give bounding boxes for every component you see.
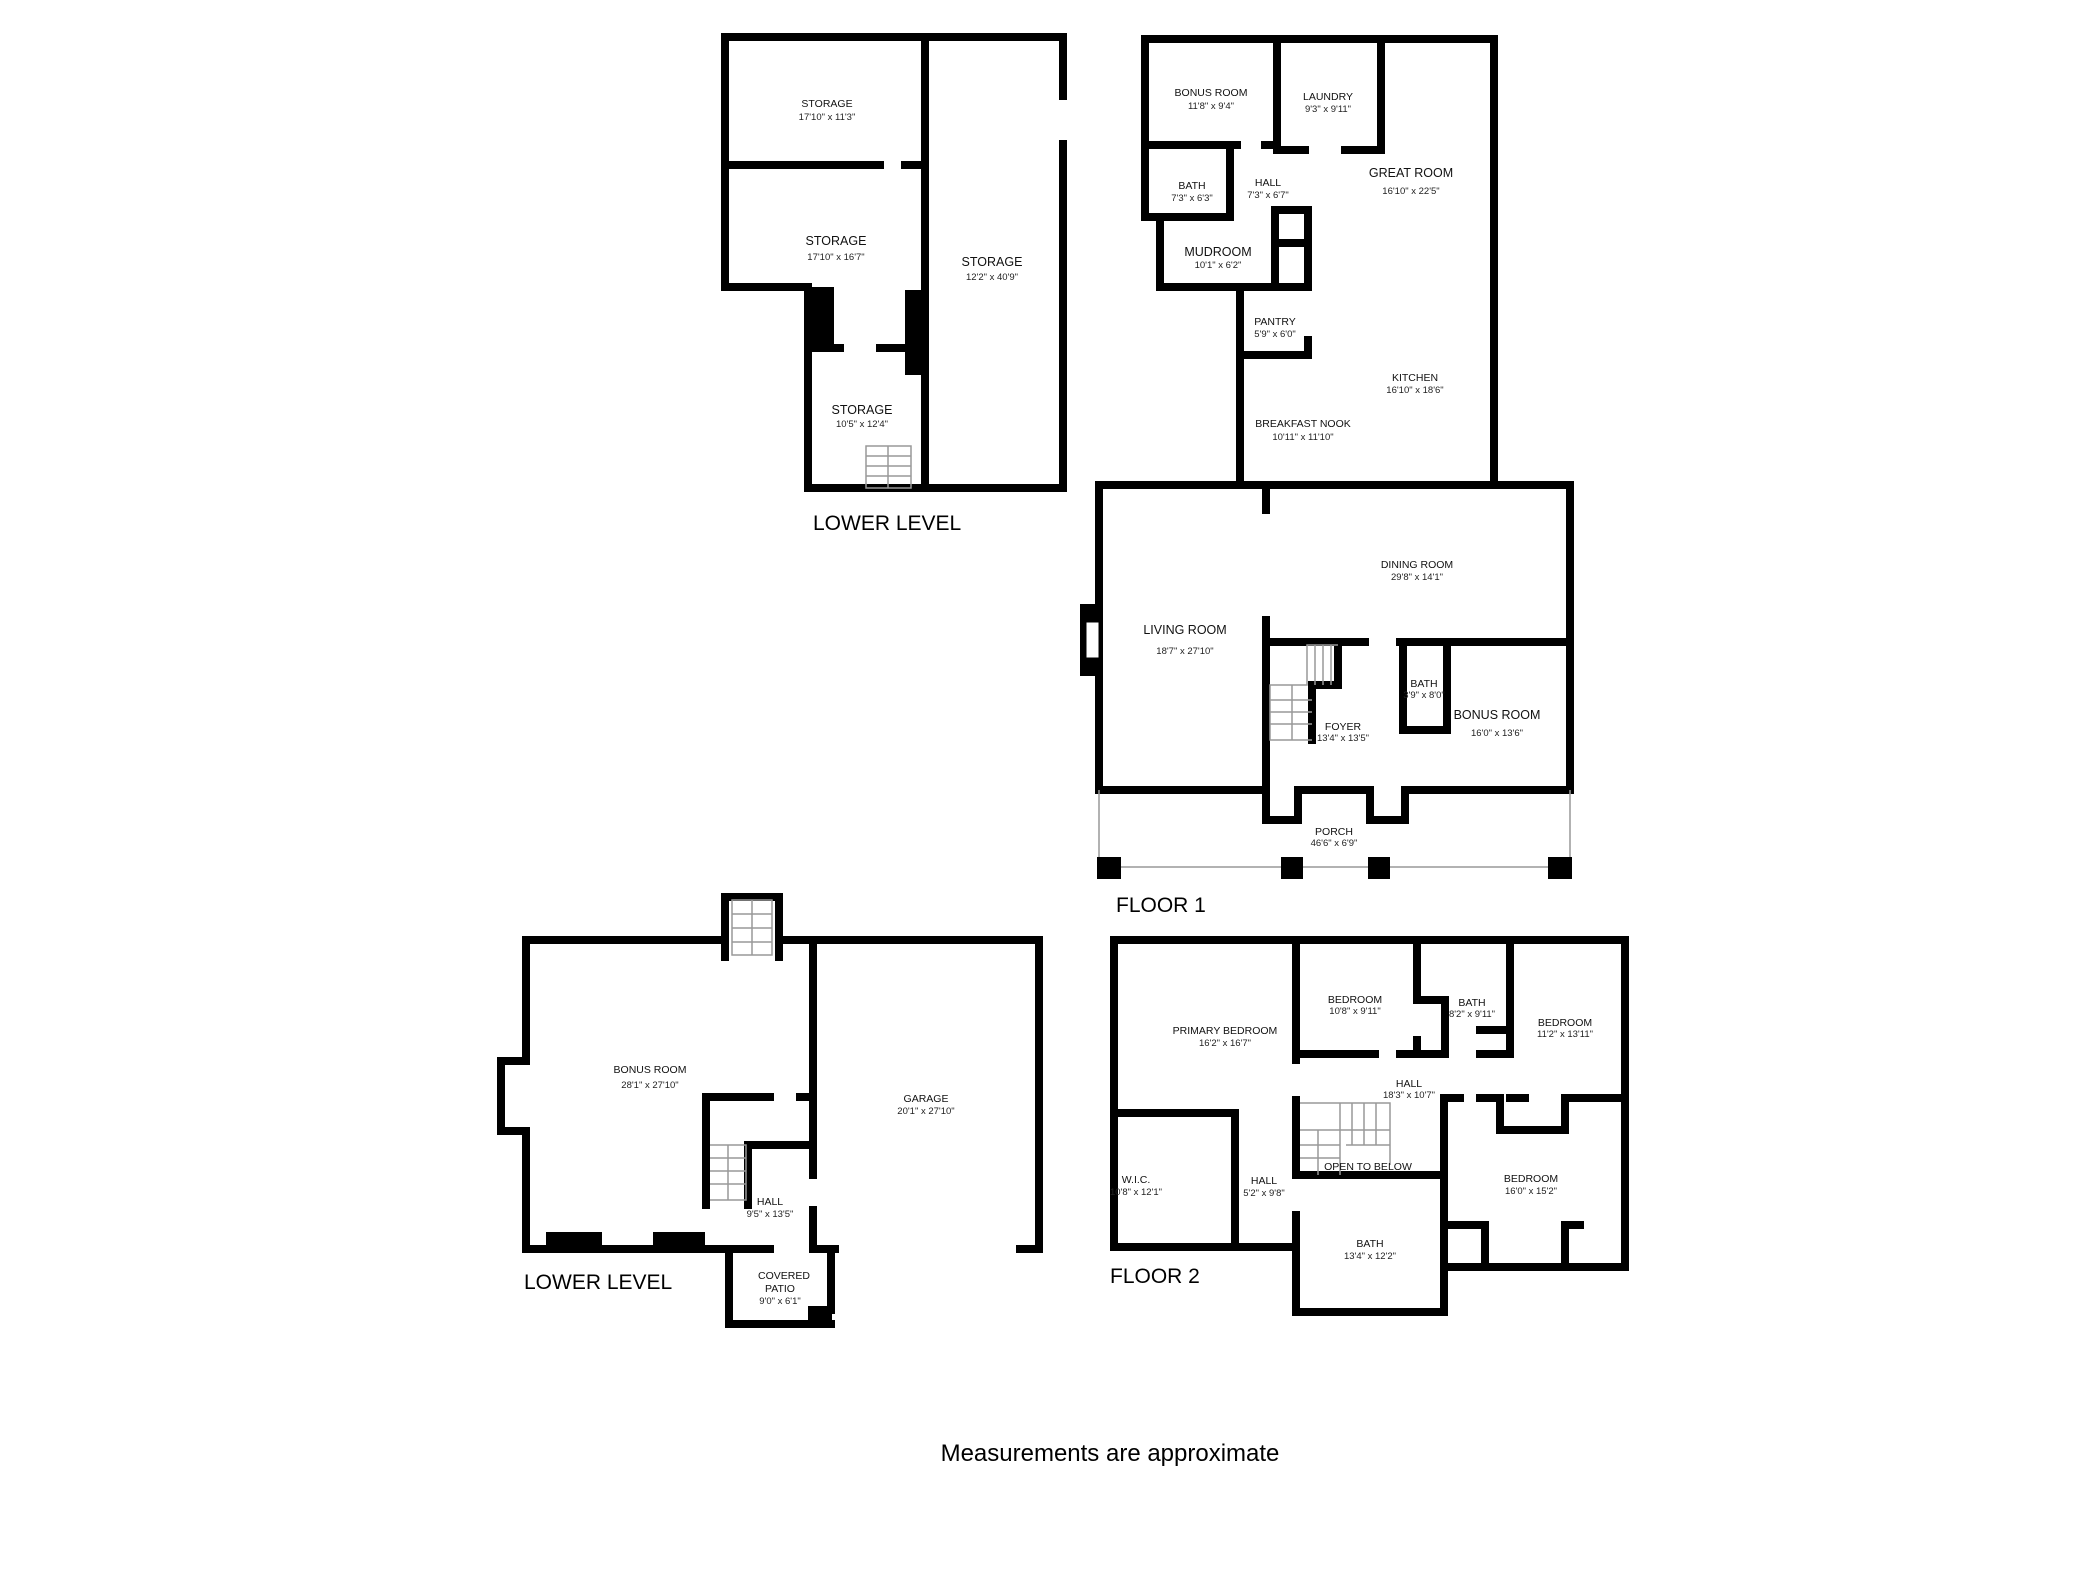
room-label: W.I.C. bbox=[1122, 1174, 1151, 1186]
room-dimensions: 46'6" x 6'9" bbox=[1311, 838, 1358, 849]
room-label: PRIMARY BEDROOM bbox=[1173, 1025, 1278, 1037]
room-dimensions: 16'10" x 22'5" bbox=[1382, 186, 1439, 197]
room-dimensions: 29'8" x 14'1" bbox=[1391, 572, 1443, 583]
room-label: GREAT ROOM bbox=[1369, 166, 1453, 180]
room-label: LIVING ROOM bbox=[1143, 623, 1226, 637]
room-dimensions: 5'9" x 6'0" bbox=[1254, 329, 1296, 340]
room-dimensions: 5'2" x 9'8" bbox=[1243, 1188, 1285, 1199]
room-dimensions: 9'5" x 13'5" bbox=[747, 1209, 794, 1220]
room-label: HALL bbox=[757, 1196, 783, 1208]
room-dimensions: 18'3" x 10'7" bbox=[1383, 1090, 1435, 1101]
room-dimensions: 11'8" x 9'4" bbox=[1188, 101, 1234, 112]
room-label: BEDROOM bbox=[1328, 994, 1382, 1006]
room-dimensions: 17'10" x 11'3" bbox=[799, 112, 856, 123]
room-label: HALL bbox=[1251, 1175, 1277, 1187]
room-dimensions: 10'5" x 12'4" bbox=[836, 419, 888, 430]
room-dimensions: 9'3" x 9'11" bbox=[1305, 104, 1351, 115]
room-dimensions: 11'2" x 13'11" bbox=[1537, 1029, 1593, 1040]
room-dimensions: 9'0" x 6'1" bbox=[759, 1296, 801, 1307]
stairs bbox=[1269, 644, 1338, 741]
room-dimensions: 3'9" x 8'0" bbox=[1403, 690, 1445, 701]
room-label: BONUS ROOM bbox=[614, 1064, 687, 1076]
room-label: GARAGE bbox=[904, 1093, 949, 1105]
level-label: LOWER LEVEL bbox=[813, 512, 961, 535]
room-label: DINING ROOM bbox=[1381, 559, 1453, 571]
level-label: FLOOR 1 bbox=[1116, 894, 1206, 917]
room-dimensions: 13'4" x 12'2" bbox=[1344, 1251, 1396, 1262]
floor-2-plan: PRIMARY BEDROOM 16'2" x 16'7" BEDROOM 10… bbox=[1110, 936, 1629, 1316]
room-dimensions: 16'2" x 16'7" bbox=[1199, 1038, 1251, 1049]
measurements-disclaimer: Measurements are approximate bbox=[941, 1440, 1280, 1467]
room-dimensions: 7'3" x 6'7" bbox=[1247, 190, 1289, 201]
room-label: LAUNDRY bbox=[1303, 91, 1353, 103]
room-dimensions: 16'10" x 18'6" bbox=[1386, 385, 1443, 396]
room-dimensions: 18'7" x 27'10" bbox=[1156, 646, 1213, 657]
room-dimensions: 10'8" x 12'1" bbox=[1110, 1187, 1162, 1198]
room-dimensions: 16'0" x 13'6" bbox=[1471, 728, 1523, 739]
room-dimensions: 13'4" x 13'5" bbox=[1317, 733, 1369, 744]
room-dimensions: 10'11" x 11'10" bbox=[1272, 432, 1333, 443]
room-label: BONUS ROOM bbox=[1454, 708, 1541, 722]
room-dimensions: 12'2" x 40'9" bbox=[966, 272, 1018, 283]
room-dimensions: 16'0" x 15'2" bbox=[1505, 1186, 1557, 1197]
lower-level-storage-plan: STORAGE 17'10" x 11'3" STORAGE 17'10" x … bbox=[721, 33, 1067, 535]
room-dimensions: 8'2" x 9'11" bbox=[1449, 1009, 1495, 1020]
room-label: STORAGE bbox=[806, 234, 867, 248]
stairs bbox=[710, 899, 773, 1201]
level-label: LOWER LEVEL bbox=[524, 1271, 672, 1294]
room-label: BATH bbox=[1410, 678, 1437, 690]
room-label: BATH bbox=[1178, 180, 1205, 192]
room-dimensions: 7'3" x 6'3" bbox=[1171, 193, 1213, 204]
room-label: PATIO bbox=[765, 1283, 795, 1295]
room-label: STORAGE bbox=[801, 98, 852, 110]
room-dimensions: 10'1" x 6'2" bbox=[1195, 260, 1242, 271]
room-dimensions: 20'1" x 27'10" bbox=[897, 1106, 954, 1117]
lower-level-garage-plan: BONUS ROOM 28'1" x 27'10" GARAGE 20'1" x… bbox=[497, 893, 1043, 1328]
room-label: STORAGE bbox=[962, 255, 1023, 269]
room-label: BATH bbox=[1458, 997, 1485, 1009]
room-label: BATH bbox=[1356, 1238, 1383, 1250]
open-to-below-label: OPEN TO BELOW bbox=[1324, 1161, 1412, 1173]
room-label: BEDROOM bbox=[1504, 1173, 1558, 1185]
room-dimensions: 17'10" x 16'7" bbox=[807, 252, 864, 263]
room-label: PORCH bbox=[1315, 826, 1353, 838]
room-label: MUDROOM bbox=[1184, 245, 1251, 259]
room-label: BONUS ROOM bbox=[1175, 87, 1248, 99]
stairs bbox=[1300, 1102, 1391, 1175]
room-dimensions: 10'8" x 9'11" bbox=[1329, 1006, 1380, 1017]
stairs bbox=[865, 445, 912, 489]
room-label: KITCHEN bbox=[1392, 372, 1438, 384]
room-label: COVERED bbox=[758, 1270, 810, 1282]
room-dimensions: 28'1" x 27'10" bbox=[621, 1080, 678, 1091]
room-label: BEDROOM bbox=[1538, 1017, 1592, 1029]
room-label: BREAKFAST NOOK bbox=[1255, 418, 1351, 430]
room-label: STORAGE bbox=[832, 403, 893, 417]
room-label: HALL bbox=[1396, 1078, 1422, 1090]
room-label: FOYER bbox=[1325, 721, 1362, 733]
room-label: PANTRY bbox=[1254, 316, 1296, 328]
floor-1-plan: BONUS ROOM 11'8" x 9'4" LAUNDRY 9'3" x 9… bbox=[1080, 35, 1574, 917]
room-label: HALL bbox=[1255, 177, 1281, 189]
level-label: FLOOR 2 bbox=[1110, 1265, 1200, 1288]
